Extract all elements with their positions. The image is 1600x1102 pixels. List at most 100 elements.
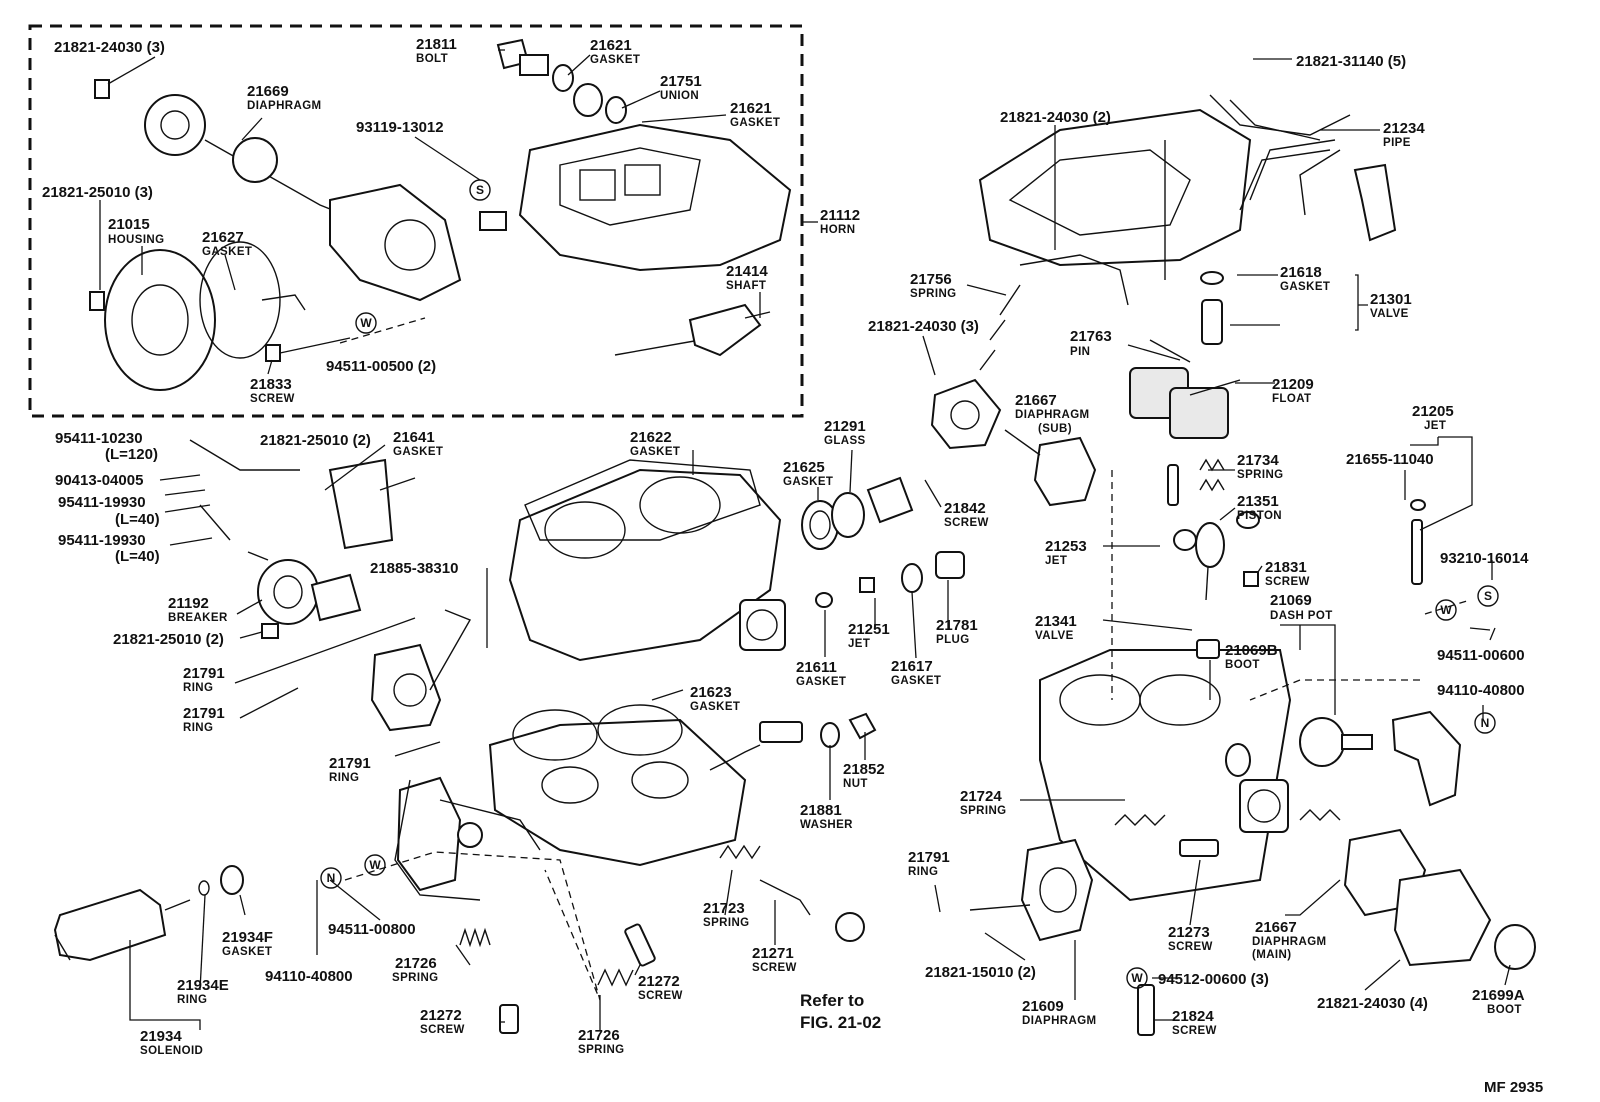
svg-text:21842: 21842 — [944, 500, 986, 517]
svg-text:SCREW: SCREW — [1172, 1025, 1217, 1037]
svg-text:95411-19930: 95411-19930 — [58, 532, 146, 549]
label-94512-00600: 94512-00600 (3) — [1158, 971, 1269, 988]
w-symbol-bottom: W — [1126, 967, 1148, 989]
svg-text:94512-00600 (3): 94512-00600 (3) — [1158, 971, 1269, 988]
svg-text:GASKET: GASKET — [590, 54, 640, 66]
svg-text:SPRING: SPRING — [910, 288, 957, 300]
svg-text:GASKET: GASKET — [222, 946, 272, 958]
lower-diaphragm — [969, 814, 1219, 1036]
svg-text:21069B: 21069B — [1225, 642, 1278, 659]
svg-text:21669: 21669 — [247, 83, 289, 100]
svg-text:GASKET: GASKET — [202, 246, 252, 258]
svg-text:21015: 21015 — [108, 216, 150, 233]
svg-text:21781: 21781 — [936, 617, 978, 634]
svg-text:21621: 21621 — [730, 100, 772, 117]
svg-text:BOLT: BOLT — [416, 53, 448, 65]
svg-text:21069: 21069 — [1270, 592, 1312, 609]
dash-pot-assembly — [1225, 710, 1462, 807]
svg-text:21622: 21622 — [630, 429, 672, 446]
svg-text:94511-00800: 94511-00800 — [328, 921, 416, 938]
svg-text:90413-04005: 90413-04005 — [55, 472, 143, 489]
svg-text:21791: 21791 — [908, 849, 950, 866]
svg-text:21726: 21726 — [395, 955, 437, 972]
choke-housing-lower — [104, 241, 281, 391]
svg-text:21618: 21618 — [1280, 264, 1322, 281]
svg-text:UNION: UNION — [660, 90, 699, 102]
label-94511-00600: 94511-00600 — [1437, 647, 1525, 664]
label-95411-19930-a: 95411-19930(L=40) — [58, 494, 160, 528]
svg-text:PIPE: PIPE — [1383, 137, 1411, 149]
svg-text:21253: 21253 — [1045, 538, 1087, 555]
label-21821-25010-mid: 21821-25010 (2) — [260, 432, 371, 449]
label-21885-38310: 21885-38310 — [370, 560, 458, 577]
svg-text:SCREW: SCREW — [420, 1024, 465, 1036]
svg-text:93210-16014: 93210-16014 — [1440, 550, 1529, 567]
svg-text:21734: 21734 — [1237, 452, 1279, 469]
main-diaphragm-assembly — [1299, 809, 1536, 970]
label-21821-24030-mid: 21821-24030 (3) — [868, 318, 979, 335]
svg-text:21301: 21301 — [1370, 291, 1412, 308]
svg-text:SPRING: SPRING — [392, 972, 439, 984]
small-hardware-upper — [89, 38, 627, 362]
svg-text:21272: 21272 — [638, 973, 680, 990]
svg-text:RING: RING — [329, 772, 359, 784]
svg-text:21625: 21625 — [783, 459, 825, 476]
svg-text:21934: 21934 — [140, 1028, 182, 1045]
svg-text:RING: RING — [183, 682, 213, 694]
svg-text:SPRING: SPRING — [960, 805, 1007, 817]
label-21821-25010-left: 21821-25010 (3) — [42, 184, 153, 201]
svg-text:21192: 21192 — [168, 595, 209, 612]
label-95411-19930-b: 95411-19930(L=40) — [58, 532, 160, 565]
svg-text:VALVE: VALVE — [1370, 308, 1409, 320]
lower-screws-springs — [459, 844, 865, 1034]
svg-text:WASHER: WASHER — [800, 819, 853, 831]
svg-text:21272: 21272 — [420, 1007, 462, 1024]
label-90413-04005: 90413-04005 — [55, 472, 143, 489]
n-symbol-lower: N — [320, 867, 342, 889]
svg-text:SOLENOID: SOLENOID — [140, 1045, 203, 1057]
svg-text:GASKET: GASKET — [393, 446, 443, 458]
svg-text:JET: JET — [1424, 420, 1446, 432]
svg-text:21756: 21756 — [910, 271, 952, 288]
svg-text:94110-40800: 94110-40800 — [1437, 682, 1525, 699]
svg-text:95411-10230: 95411-10230 — [55, 430, 143, 447]
svg-text:21885-38310: 21885-38310 — [370, 560, 458, 577]
label-94511-00500: 94511-00500 (2) — [326, 358, 436, 375]
svg-text:21763: 21763 — [1070, 328, 1112, 345]
svg-text:21273: 21273 — [1168, 924, 1210, 941]
svg-text:94110-40800: 94110-40800 — [265, 968, 353, 985]
svg-text:BOOT: BOOT — [1487, 1004, 1522, 1016]
svg-text:FLOAT: FLOAT — [1272, 393, 1311, 405]
svg-text:RING: RING — [177, 994, 207, 1006]
svg-text:PLUG: PLUG — [936, 634, 970, 646]
label-21821-24030-top-left: 21821-24030 (3) — [54, 39, 165, 56]
svg-text:21234: 21234 — [1383, 120, 1425, 137]
svg-text:PISTON: PISTON — [1237, 510, 1282, 522]
label-94110-40800-lower: 94110-40800 — [265, 968, 353, 985]
svg-text:21655-11040: 21655-11040 — [1346, 451, 1434, 468]
w-symbol-upper: W — [355, 312, 377, 334]
svg-text:GASKET: GASKET — [730, 117, 780, 129]
svg-text:BREAKER: BREAKER — [168, 612, 228, 624]
choke-housing-upper — [144, 94, 462, 302]
svg-text:SCREW: SCREW — [638, 990, 683, 1002]
svg-text:GLASS: GLASS — [824, 435, 866, 447]
svg-text:95411-19930: 95411-19930 — [58, 494, 146, 511]
